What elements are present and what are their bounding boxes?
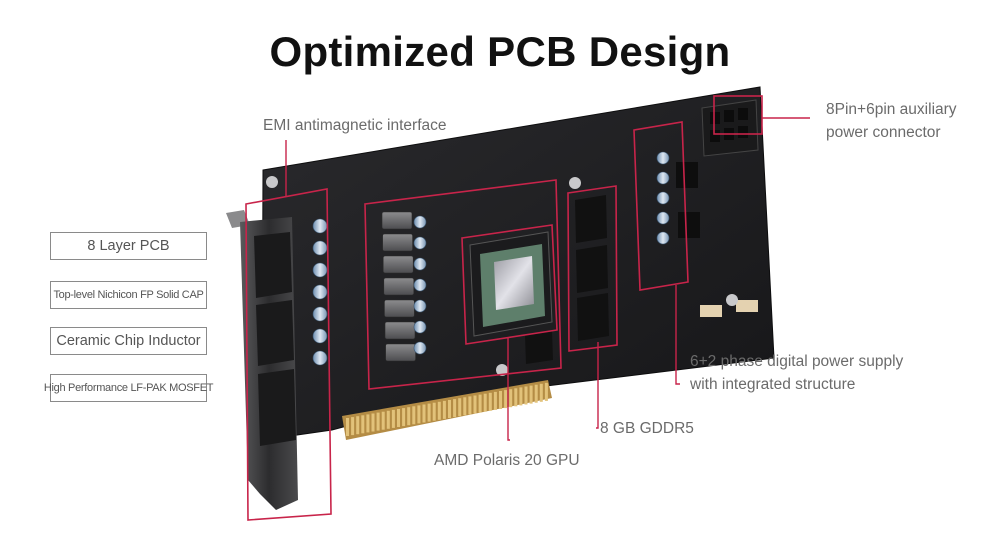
label-gpu: AMD Polaris 20 GPU	[434, 452, 580, 469]
gpu-highlight	[461, 224, 558, 345]
emi-highlight	[245, 188, 332, 521]
gddr5-memory-chips	[525, 195, 609, 364]
highlight-outlines	[245, 95, 763, 521]
memory-highlight	[567, 185, 618, 352]
label-power-connector-line2: power connector	[826, 124, 941, 141]
io-bracket	[226, 210, 298, 510]
feature-box-layers: 8 Layer PCB	[50, 232, 207, 260]
connector-highlight	[713, 95, 763, 135]
pcie-gold-fingers	[342, 380, 552, 440]
vrm-highlight	[364, 179, 562, 390]
page-title: Optimized PCB Design	[269, 28, 731, 75]
label-emi: EMI antimagnetic interface	[263, 117, 447, 134]
feature-box-mosfet: High Performance LF-PAK MOSFET	[44, 374, 213, 402]
label-phase-line2: with integrated structure	[690, 376, 856, 393]
mounting-holes	[266, 176, 738, 376]
feature-box-inductor: Ceramic Chip Inductor	[50, 327, 207, 355]
leader-lines	[285, 117, 810, 441]
phase-highlight	[633, 121, 689, 291]
label-power-connector-line1: 8Pin+6pin auxiliary	[826, 101, 957, 118]
label-memory: 8 GB GDDR5	[600, 420, 694, 437]
gpu-package	[469, 231, 553, 337]
solid-capacitors	[312, 215, 427, 366]
power-connector-8pin-6pin	[701, 99, 759, 157]
feature-box-capacitors: Top-level Nichicon FP Solid CAP	[50, 281, 207, 309]
right-vrm-components	[656, 151, 758, 317]
label-phase-line1: 6+2 phase digital power supply	[690, 353, 904, 370]
vrm-chokes	[381, 211, 416, 362]
